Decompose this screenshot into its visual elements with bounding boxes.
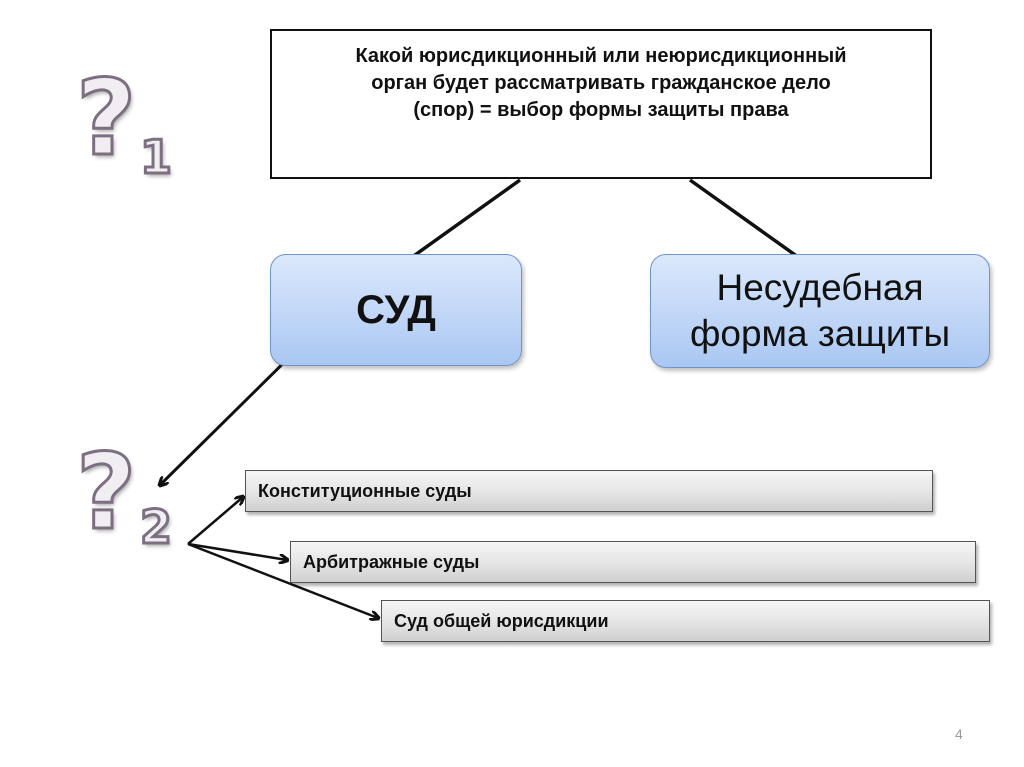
general-jurisdiction-court-box: Суд общей юрисдикции — [381, 600, 990, 642]
nonjudicial-line: Несудебная — [716, 267, 924, 308]
court-label: СУД — [356, 287, 436, 332]
court-type-label: Конституционные суды — [258, 480, 472, 501]
arrow-to-general — [187, 542, 378, 618]
question-mark-2: ? 2 — [74, 439, 173, 552]
page-number: 4 — [955, 726, 963, 742]
question-line: (спор) = выбор формы защиты права — [413, 99, 789, 121]
nonjudicial-form-box: Несудебная форма защиты — [650, 254, 990, 368]
constitutional-courts-box: Конституционные суды — [245, 470, 933, 512]
arbitration-courts-box: Арбитражные суды — [290, 541, 976, 583]
question-line: орган будет рассматривать гражданское де… — [371, 72, 831, 94]
question-mark-1: ? 1 — [74, 65, 173, 182]
question-index: 2 — [138, 500, 173, 554]
arrow-to-constitutional — [187, 497, 243, 545]
question-index: 1 — [138, 130, 173, 184]
court-type-label: Суд общей юрисдикции — [394, 610, 609, 631]
question-mark-icon: ? — [74, 57, 137, 179]
nonjudicial-line: форма защиты — [689, 313, 951, 354]
question-mark-icon: ? — [74, 431, 137, 553]
arrow-to-nonjudicial — [688, 178, 812, 267]
question-line: Какой юрисдикционный или неюрисдикционны… — [355, 45, 847, 67]
court-type-label: Арбитражные суды — [303, 551, 480, 572]
court-box: СУД — [270, 254, 522, 366]
question-box: Какой юрисдикционный или неюрисдикционны… — [270, 29, 932, 179]
arrow-to-arbitration — [187, 542, 287, 560]
